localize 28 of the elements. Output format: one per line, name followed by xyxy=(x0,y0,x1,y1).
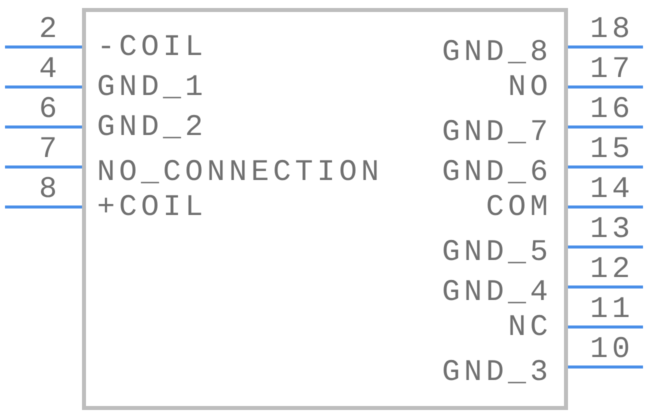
pin-name: NO xyxy=(508,73,552,103)
pin-number: 12 xyxy=(590,255,634,285)
pin-number: 13 xyxy=(590,215,634,245)
pin-name: GND_4 xyxy=(442,278,552,308)
pin-number: 10 xyxy=(590,335,634,365)
pin-name: GND_8 xyxy=(442,38,552,68)
pin-name: GND_7 xyxy=(442,118,552,148)
pin-number: 15 xyxy=(590,135,634,165)
pin-number: 6 xyxy=(38,95,61,125)
pin-name: GND_6 xyxy=(442,158,552,188)
pin-number: 17 xyxy=(590,55,634,85)
pin-number: 7 xyxy=(38,135,61,165)
pin-name: GND_2 xyxy=(97,113,208,143)
pin-name: GND_3 xyxy=(442,358,552,388)
pin-number: 8 xyxy=(38,175,61,205)
pin-number: 18 xyxy=(590,15,634,45)
pin-name: GND_5 xyxy=(442,238,552,268)
pin-number: 4 xyxy=(38,55,61,85)
pin-number: 11 xyxy=(590,295,634,325)
pin-name: NC xyxy=(508,313,552,343)
pin-name: GND_1 xyxy=(97,73,208,103)
pin-name: COM xyxy=(486,193,552,223)
pin-number: 2 xyxy=(38,15,61,45)
pin-number: 14 xyxy=(590,175,634,205)
pin-name: -COIL xyxy=(97,33,208,63)
pin-number: 16 xyxy=(590,95,634,125)
pin-name: +COIL xyxy=(97,193,208,223)
pin-name: NO_CONNECTION xyxy=(97,158,384,188)
